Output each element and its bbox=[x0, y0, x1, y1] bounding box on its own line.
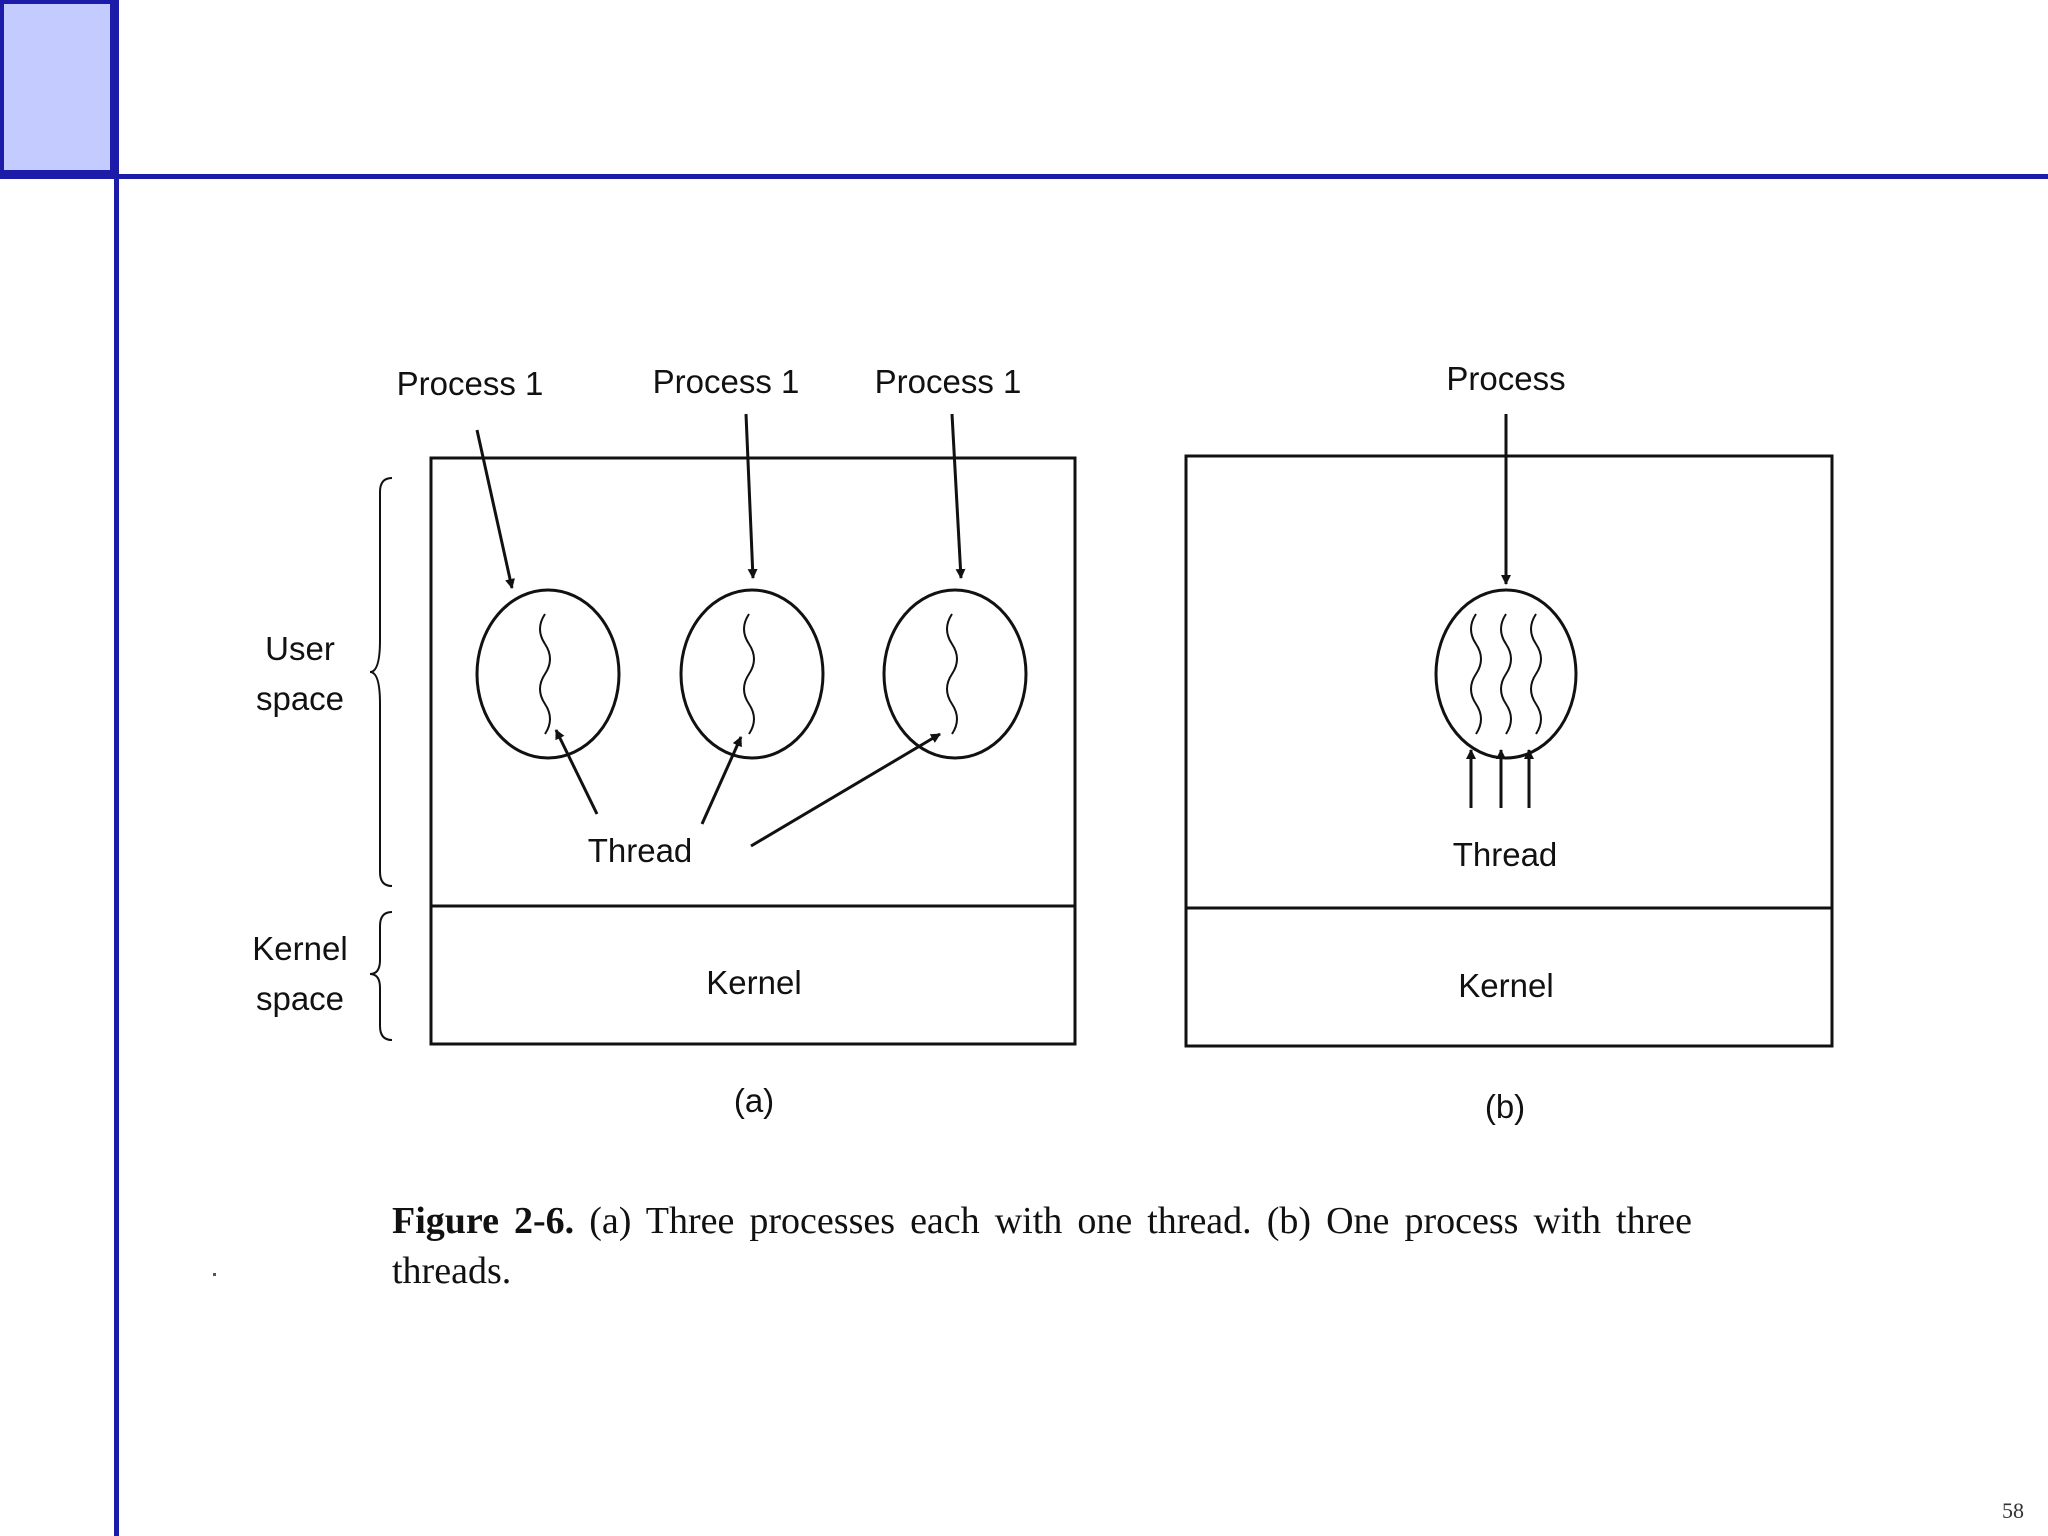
panel-a: Process 1 Process 1 Process 1 Thread Ker… bbox=[397, 363, 1077, 1119]
thread-squiggle-3 bbox=[1530, 613, 1542, 735]
kernel-space-label-2: space bbox=[256, 980, 344, 1017]
panel-a-user-box bbox=[429, 456, 1077, 908]
figure-caption: Figure 2-6. (a) Three processes each wit… bbox=[392, 1196, 1692, 1296]
panel-a-thread-label: Thread bbox=[588, 832, 693, 869]
panel-a-process-label-2: Process 1 bbox=[653, 363, 800, 400]
process-2-thread-squiggle bbox=[743, 613, 755, 735]
figure-caption-label: Figure 2-6. bbox=[392, 1200, 575, 1242]
thread-squiggle-1 bbox=[1470, 613, 1482, 735]
slide-number: 58 bbox=[2002, 1498, 2024, 1523]
kernel-space-brace bbox=[369, 911, 393, 1041]
process-3-arrow bbox=[950, 413, 966, 579]
panel-b-caption-label: (b) bbox=[1485, 1088, 1525, 1125]
process-3-thread-squiggle bbox=[946, 613, 958, 735]
process-2-circle bbox=[679, 588, 825, 760]
kernel-space-label-1: Kernel bbox=[252, 930, 347, 967]
thread-arrow-3 bbox=[750, 732, 941, 848]
header-rule bbox=[0, 174, 2048, 179]
thread-arrow-1 bbox=[554, 729, 599, 815]
process-circle bbox=[1434, 588, 1578, 760]
process-1-circle bbox=[475, 588, 621, 760]
panel-a-kernel-box bbox=[429, 904, 1077, 1046]
panel-b-process-label: Process bbox=[1446, 360, 1565, 397]
panel-b-kernel-label: Kernel bbox=[1458, 967, 1553, 1004]
panel-a-caption-label: (a) bbox=[734, 1082, 774, 1119]
thread-arrow-2 bbox=[700, 736, 743, 825]
process-3-circle bbox=[882, 588, 1028, 760]
sidebar-rule bbox=[114, 0, 119, 1536]
panel-b-kernel-box bbox=[1184, 906, 1834, 1048]
panel-a-process-label-1: Process 1 bbox=[397, 365, 544, 402]
figure-caption-text: (a) Three processes each with one thread… bbox=[392, 1200, 1693, 1292]
panel-a-process-label-3: Process 1 bbox=[875, 363, 1022, 400]
thread-squiggle-2 bbox=[1500, 613, 1512, 735]
panel-b-thread-label: Thread bbox=[1453, 836, 1558, 873]
user-space-label-1: User bbox=[265, 630, 335, 667]
process-2-arrow bbox=[744, 413, 758, 579]
stray-dot bbox=[213, 1273, 216, 1276]
user-space-label-2: space bbox=[256, 680, 344, 717]
panel-b: Process Thread Kernel (b) bbox=[1184, 360, 1834, 1125]
process-1-thread-squiggle bbox=[539, 613, 551, 735]
process-1-arrow bbox=[475, 429, 515, 589]
corner-accent-box bbox=[0, 0, 114, 174]
panel-a-kernel-label: Kernel bbox=[706, 964, 801, 1001]
user-space-brace bbox=[369, 477, 393, 887]
